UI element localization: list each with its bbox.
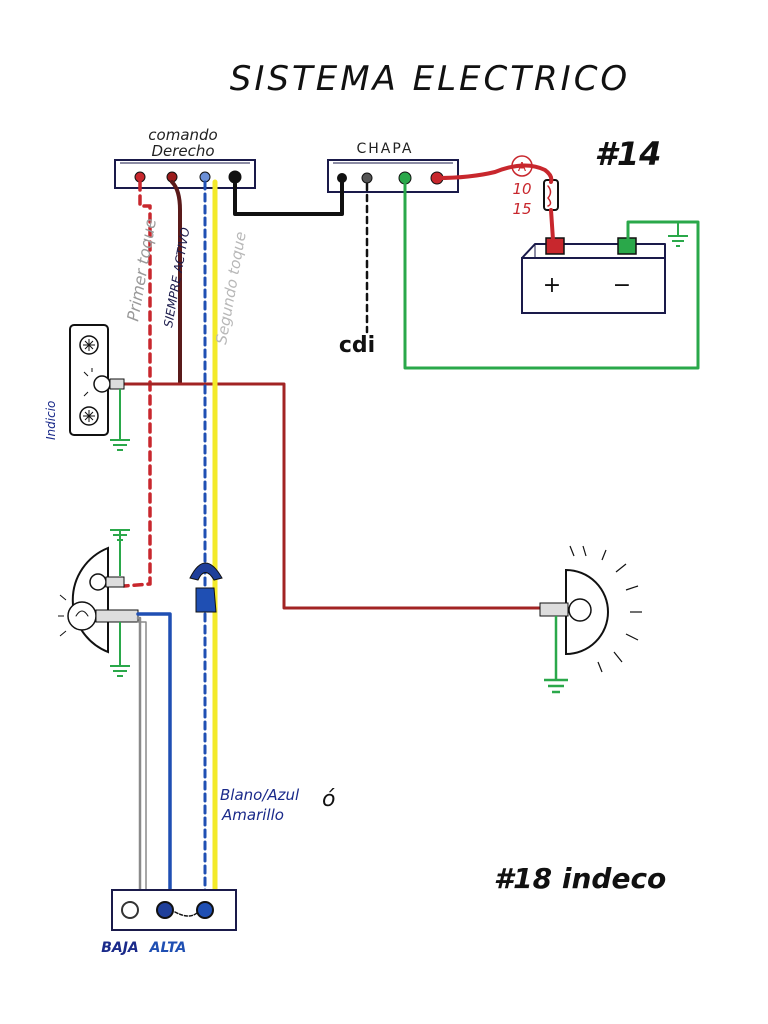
wire-red-dashed-primer-toque	[122, 180, 152, 588]
indicator-bulb-icon	[93, 375, 111, 393]
beam-switch	[111, 889, 237, 931]
wire-connector	[189, 562, 223, 613]
fuse-10-label: 10	[512, 180, 531, 198]
label-segundo-toque: Segundo toque	[212, 230, 250, 345]
battery: + −	[521, 237, 666, 314]
wire-note-line2: Amarillo	[221, 806, 284, 824]
wire-gray-low-beam-2	[137, 621, 147, 899]
alta-label: ALTA	[149, 940, 187, 956]
comando-label: comando	[148, 126, 217, 144]
rear-light-bulb-icon	[568, 598, 592, 622]
indicator-label: Indicio	[44, 401, 58, 440]
fuse-15-label: 15	[512, 200, 531, 218]
wire-darkred-always-active	[170, 180, 182, 384]
wire-green-chapa-to-battery	[403, 180, 700, 370]
battery-plus: +	[543, 273, 561, 298]
label-siempre-activo: SIEMPRE ACTIVO	[161, 226, 192, 328]
wire-gauge-18: #18 indeco	[494, 862, 667, 895]
ground-symbol-indicator	[110, 389, 130, 451]
wire-darkred-to-indicator	[122, 382, 542, 610]
ground-symbol-headlight-bottom	[110, 622, 130, 677]
baja-label: BAJA	[101, 940, 139, 956]
wire-black-command-to-chapa	[233, 180, 344, 216]
diagram-title: SISTEMA ELECTRICO	[230, 59, 630, 99]
wire-note-alt: ó	[322, 787, 335, 812]
right-command-switch: comando Derecho	[114, 126, 256, 189]
beam-terminal-high	[156, 901, 174, 919]
beam-terminal-common	[196, 901, 214, 919]
chapa-label: CHAPA	[356, 141, 413, 157]
headlight-bulb-high-icon	[89, 573, 107, 591]
battery-terminal-positive	[545, 237, 565, 255]
wire-gauge-14: #14	[595, 135, 662, 173]
chapa-terminal-black	[337, 173, 347, 183]
rear-light	[539, 545, 642, 673]
wire-gray-low-beam	[124, 616, 142, 912]
derecho-label: Derecho	[151, 142, 214, 160]
headlight-housing	[71, 546, 109, 654]
fuse	[543, 179, 559, 211]
beam-terminal-low	[121, 901, 139, 919]
wire-red-chapa-to-battery	[435, 163, 555, 242]
ignition-chapa: CHAPA	[327, 141, 459, 193]
battery-minus: −	[613, 273, 631, 298]
cdi-label: cdi	[339, 333, 375, 358]
wire-blue-high-beam	[136, 612, 172, 912]
headlight-bulb-low-icon	[67, 601, 97, 631]
headlight-left	[58, 546, 139, 654]
battery-body	[521, 257, 666, 314]
indicator-panel	[69, 324, 125, 436]
ground-symbol-headlight-top	[110, 529, 130, 576]
chapa-terminal-cdi	[361, 172, 373, 184]
label-primer-toque: Primer toque	[123, 217, 160, 323]
wire-note-line1: Blano/Azul	[220, 786, 300, 804]
ground-symbol-rear-light	[544, 616, 568, 694]
ground-symbol-battery	[668, 222, 688, 247]
